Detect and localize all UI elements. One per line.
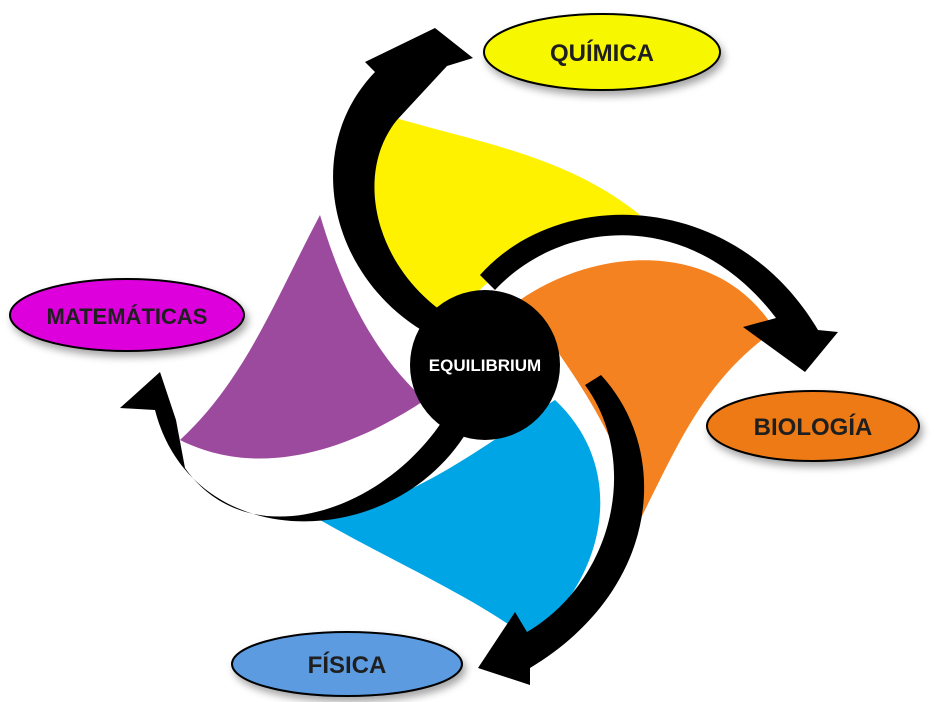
center-label: EQUILIBRIUM	[429, 356, 541, 375]
node-matematicas	[9, 278, 245, 352]
node-quimica	[483, 13, 721, 91]
node-quimica-label: QUÍMICA	[550, 39, 654, 67]
node-biologia	[706, 390, 920, 462]
node-fisica-label: FÍSICA	[308, 651, 387, 679]
node-biologia-label: BIOLOGÍA	[754, 413, 873, 441]
node-fisica	[231, 631, 463, 697]
petal-purple	[180, 215, 425, 459]
petal-yellow	[348, 110, 640, 328]
petal-blue	[320, 400, 601, 640]
arrow-to-quimica	[333, 28, 473, 335]
arrow-to-matematicas	[120, 372, 468, 522]
petal-orange	[520, 260, 775, 520]
arrow-to-biologia	[480, 214, 838, 372]
node-matematicas-label: MATEMÁTICAS	[47, 304, 208, 329]
arrow-to-fisica	[478, 375, 645, 685]
center-circle	[410, 290, 560, 440]
